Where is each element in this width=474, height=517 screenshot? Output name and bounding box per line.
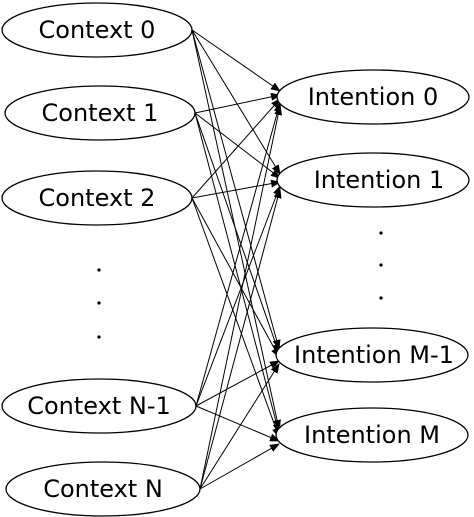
intention-ellipsis-dots <box>379 231 383 300</box>
edge-context-3-to-intention-2 <box>195 360 280 407</box>
edge-context-2-to-intention-2 <box>191 197 280 358</box>
context-node-1: Context 1 <box>4 85 196 141</box>
edge-context-3-to-intention-3 <box>195 405 280 442</box>
context-label-2: Context 2 <box>39 184 156 212</box>
edge-context-4-to-intention-2 <box>199 363 280 490</box>
edge-context-1-to-intention-0 <box>194 92 281 114</box>
intention-label-3: Intention M <box>304 421 440 449</box>
context-ellipsis-dots <box>97 268 101 339</box>
edge-context-0-to-intention-1 <box>191 29 281 175</box>
edge-context-0-to-intention-2 <box>191 29 281 350</box>
intention-node-1: Intention 1 <box>276 152 470 208</box>
context-label-3: Context N-1 <box>27 392 171 420</box>
context-node-n-minus-1: Context N-1 <box>1 378 197 434</box>
context-label-1: Context 1 <box>42 99 159 127</box>
context-label-0: Context 0 <box>39 16 156 44</box>
edge-context-4-to-intention-1 <box>199 188 282 490</box>
edge-context-3-to-intention-0 <box>195 102 282 407</box>
intention-label-2: Intention M-1 <box>294 341 454 369</box>
edges-group <box>191 29 283 490</box>
edge-context-4-to-intention-0 <box>199 105 283 490</box>
intention-label-1: Intention 1 <box>314 166 445 194</box>
edge-context-3-to-intention-1 <box>195 185 281 407</box>
intention-node-m-minus-1: Intention M-1 <box>275 327 469 383</box>
edge-context-2-to-intention-1 <box>191 179 281 199</box>
context-label-4: Context N <box>43 475 163 503</box>
edge-context-0-to-intention-0 <box>191 29 281 92</box>
intention-node-0: Intention 0 <box>276 69 470 125</box>
edge-context-1-to-intention-2 <box>194 112 280 354</box>
intention-node-m: Intention M <box>275 407 469 463</box>
context-node-n: Context N <box>5 461 201 517</box>
context-node-0: Context 0 <box>1 2 193 58</box>
edge-context-2-to-intention-0 <box>191 98 281 199</box>
edge-context-4-to-intention-3 <box>199 443 280 490</box>
context-node-2: Context 2 <box>1 170 193 226</box>
edge-context-1-to-intention-3 <box>194 112 281 434</box>
edge-context-1-to-intention-1 <box>194 112 281 179</box>
intention-label-0: Intention 0 <box>308 83 439 111</box>
